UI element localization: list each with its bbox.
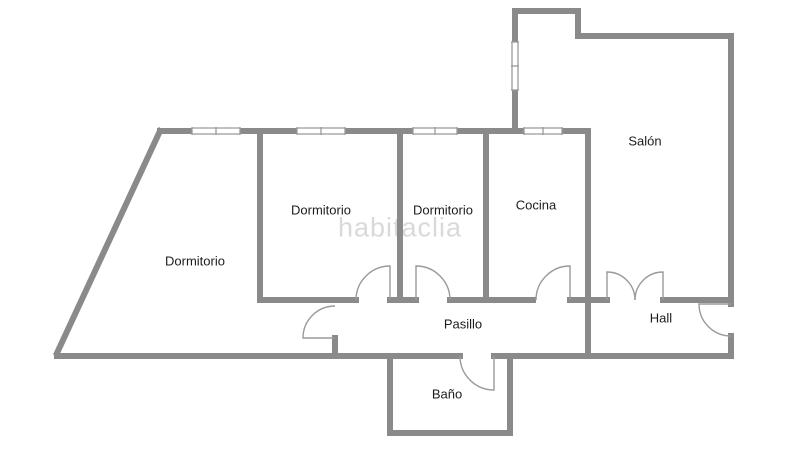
room-label-dormitorio-1: Dormitorio [165, 253, 225, 269]
window [511, 41, 519, 91]
room-label-salon: Salón [628, 133, 662, 149]
window [523, 127, 563, 135]
windows [191, 41, 563, 135]
window [412, 127, 458, 135]
window [191, 127, 241, 135]
doors [302, 265, 732, 391]
door-arc [698, 303, 732, 337]
room-label-dormitorio-3: Dormitorio [413, 202, 473, 218]
wall-segment [53, 127, 164, 357]
door-arc [302, 305, 336, 339]
room-label-dormitorio-2: Dormitorio [291, 202, 351, 218]
room-label-bano: Baño [431, 386, 463, 402]
walls [53, 8, 734, 436]
window [296, 127, 346, 135]
door-arc [535, 265, 571, 301]
door-arc [634, 271, 664, 301]
door-arc [355, 265, 391, 301]
door-arc [459, 355, 495, 391]
door-arc [606, 271, 636, 301]
room-label-pasillo: Pasillo [443, 316, 483, 332]
room-label-cocina: Cocina [515, 197, 557, 213]
door-arc [415, 265, 451, 301]
room-label-hall: Hall [649, 310, 673, 326]
